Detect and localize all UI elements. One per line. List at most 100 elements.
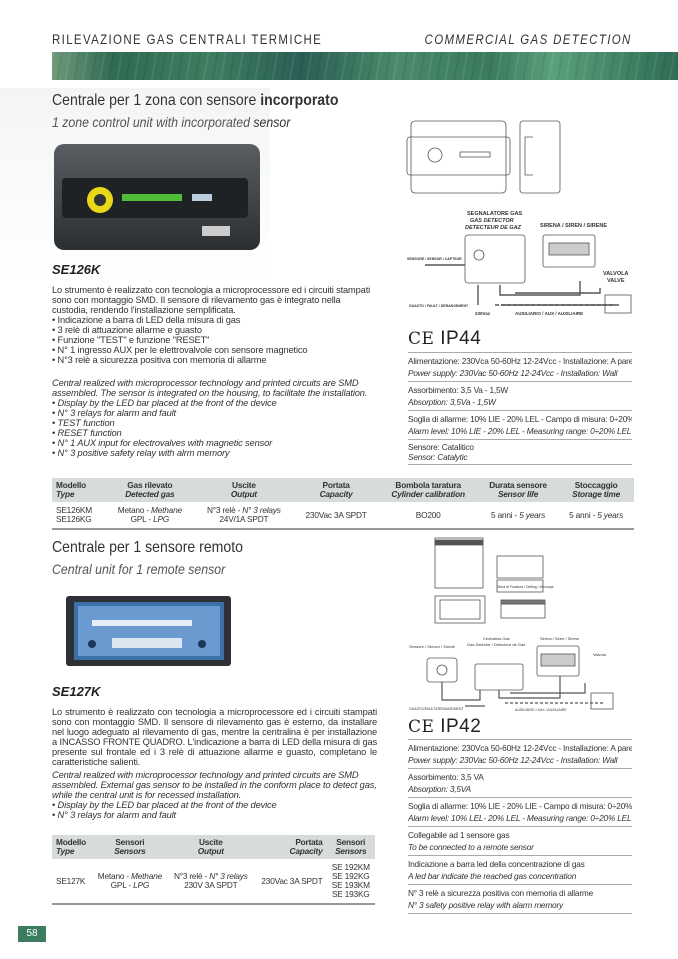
header-section-title-en: COMMERCIAL GAS DETECTION xyxy=(424,32,632,47)
spec-en: To be connected to a remote sensor xyxy=(408,842,534,852)
diagram-label: DETECTEUR DE GAZ xyxy=(465,225,522,231)
diagram-label: SENSORE / SENSOR / CAPTEUR xyxy=(407,257,462,261)
spec-en: A led bar indicate the reached gas conce… xyxy=(408,871,577,881)
wiring-diagram-se126k: SEGNALATORE GAS GAS DETECTOR DETECTEUR D… xyxy=(406,120,632,316)
spec-row: Soglia di allarme: 10% LIE - 20% LEL - C… xyxy=(408,411,632,440)
detector-drawing xyxy=(464,234,526,284)
description-paragraph: Lo strumento è realizzato con tecnologia… xyxy=(52,285,371,315)
cell-storage: 5 anni - 5 years xyxy=(558,502,634,530)
feature-bullet: • N° 1 ingresso AUX per le elettrovalvol… xyxy=(52,345,308,355)
ip-rating: IP42 xyxy=(440,716,482,737)
spec-row: Soglia di allarme: 10% LIE - 20% LIE - C… xyxy=(408,798,632,827)
diagram-label: Gas Detector / Détecteur de Gaz xyxy=(467,642,525,647)
product-subtitle: 1 zone control unit with incorporated se… xyxy=(52,114,290,130)
feature-bullet: • N° 3 relays for alarm and fault xyxy=(52,408,176,418)
description-paragraph: Central realized with microprocessor tec… xyxy=(52,770,377,800)
feature-bullet: • Funzione "TEST" e funzione "RESET" xyxy=(52,335,210,345)
product-subtitle: Central unit for 1 remote sensor xyxy=(52,561,226,577)
description-english: Central realized with microprocessor tec… xyxy=(52,770,377,820)
spec-it: Assorbimento: 3,5 VA xyxy=(408,772,484,782)
panel-drawing xyxy=(434,595,486,624)
spec-list-se126k: Alimentazione: 230Vca 50-60Hz 12-24Vcc -… xyxy=(408,352,632,465)
product-photo-se126k xyxy=(54,144,260,250)
description-italian: Lo strumento è realizzato con tecnologia… xyxy=(52,707,377,767)
cell-model: SE127K xyxy=(52,859,92,905)
diagram-label: Valvola xyxy=(593,652,607,657)
feature-bullet: • 3 relè di attuazione allarme e guasto xyxy=(52,325,202,335)
front-view-drawing xyxy=(410,120,507,194)
spec-en: Sensor: Catalytic xyxy=(408,452,468,462)
product-photo-se127k xyxy=(66,596,231,666)
diagram-label: Sensore / Sensor / Sonde xyxy=(409,644,456,649)
spec-it: Indicazione a barra led della concentraz… xyxy=(408,859,585,869)
diagram-label: GUASTO/FAULT/DERANGEMENT xyxy=(409,707,464,711)
product-title: Centrale per 1 sensore remoto xyxy=(52,539,243,556)
spec-row: Assorbimento: 3,5 Va - 1,5W Absorption: 3… xyxy=(408,382,632,411)
feature-bullet: • Indicazione a barra di LED della misur… xyxy=(52,315,241,325)
diagram-label: SIRENA / SIREN / SIRENE xyxy=(540,223,607,229)
diagram-label: Centralina Gas xyxy=(483,636,510,641)
spec-row: Alimentazione: 230Vca 50-60Hz 12-24Vcc -… xyxy=(408,353,632,382)
diagram-label: AUSILIARIO / AUX / AUXILIAIRE xyxy=(515,708,567,712)
spec-en: Absorption: 3,5VA xyxy=(408,784,472,794)
header-decorative-band xyxy=(52,52,678,80)
spec-it: Alimentazione: 230Vca 50-60Hz 12-24Vcc -… xyxy=(408,743,632,753)
description-paragraph: Lo strumento è realizzato con tecnologia… xyxy=(52,707,377,767)
spec-en: N° 3 safety positive relay with alarm me… xyxy=(408,900,563,910)
description-italian: Lo strumento è realizzato con tecnologia… xyxy=(52,285,377,365)
spec-it: Assorbimento: 3,5 Va - 1,5W xyxy=(408,385,509,395)
diagram-label: VALVOLA xyxy=(603,271,628,277)
feature-bullet: • Display by the LED bar placed at the f… xyxy=(52,800,277,810)
ip-rating: IP44 xyxy=(440,328,482,349)
valve-drawing xyxy=(590,692,614,710)
feature-bullet: • N° 3 relays for alarm and fault xyxy=(52,810,176,820)
spec-en: Absorption: 3,5Va - 1,5W xyxy=(408,397,496,407)
certification-mark: CE IP42 xyxy=(408,716,481,738)
spec-row: Alimentazione: 230Vca 50-60Hz 12-24Vcc -… xyxy=(408,740,632,769)
spec-it: Soglia di allarme: 10% LIE - 20% LIE - C… xyxy=(408,801,632,811)
spec-en: Alarm level: 10% LEL- 20% LEL - Measurin… xyxy=(408,813,632,823)
feature-bullet: • N°3 relè a sicurezza positiva con memo… xyxy=(52,355,267,365)
diagram-label: Dima di Foratura / Drilling / Découpe xyxy=(497,585,554,589)
title-text: Centrale per 1 zona con sensore xyxy=(52,92,261,109)
feature-bullet: • N° 1 AUX input for electrovalves with … xyxy=(52,438,273,448)
spec-it: Soglia di allarme: 10% LIE - 20% LEL - C… xyxy=(408,414,632,424)
diagram-label: GUASTO / FAULT / DERANGEMENT xyxy=(409,304,469,308)
title-emphasis: incorporato xyxy=(260,92,339,109)
wiring-diagram-se127k: Dima di Foratura / Drilling / Découpe Ce… xyxy=(409,537,614,712)
feature-bullet: • RESET function xyxy=(52,428,122,438)
feature-bullet: • TEST function xyxy=(52,418,115,428)
product-title: Centrale per 1 zona con sensore incorpor… xyxy=(52,92,338,110)
cell-capacity: 230Vac 3A SPDT xyxy=(253,859,327,905)
product-code: SE127K xyxy=(52,684,101,699)
description-english: Central realized with microprocessor tec… xyxy=(52,378,377,458)
side-view-drawing xyxy=(519,120,561,194)
central-drawing xyxy=(474,663,524,691)
ce-mark: CE xyxy=(408,329,435,349)
spec-it: N° 3 relè a sicurezza positiva con memor… xyxy=(408,888,594,898)
siren-drawing xyxy=(536,645,580,677)
sensor-drawing xyxy=(426,657,458,683)
certification-mark: CE IP44 xyxy=(408,328,481,350)
